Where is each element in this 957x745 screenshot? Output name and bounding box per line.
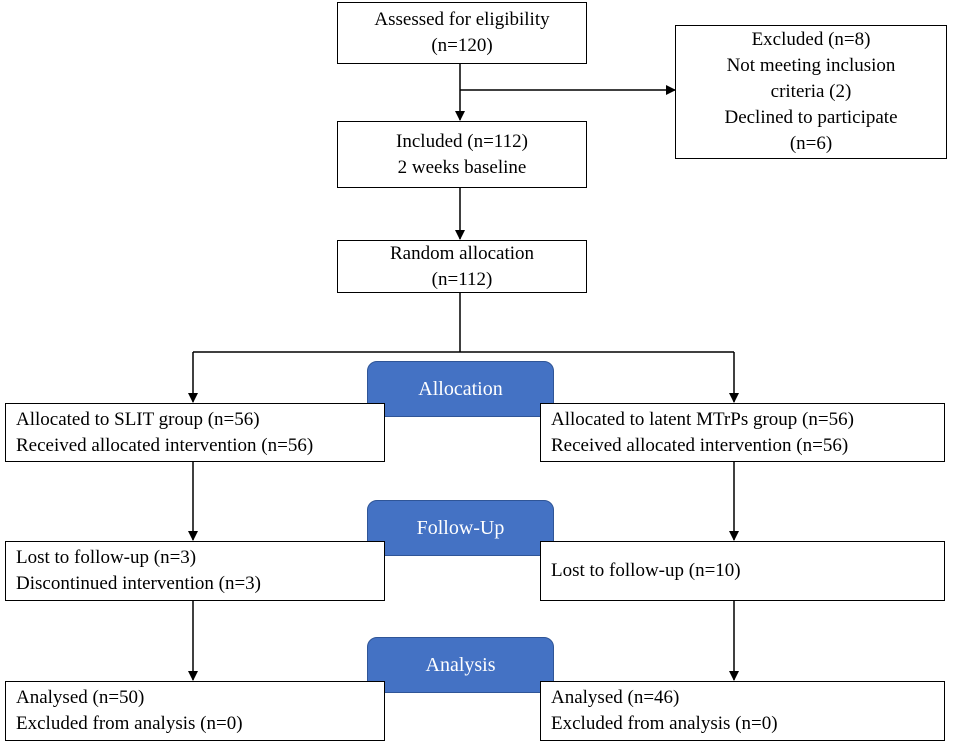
- left-analysis-line-1: Analysed (n=50): [16, 687, 145, 708]
- stage-followup: Follow-Up: [367, 500, 554, 556]
- right-analysis-box: Analysed (n=46) Excluded from analysis (…: [540, 681, 945, 741]
- included-line-1: Included (n=112): [396, 130, 528, 152]
- excluded-box: Excluded (n=8) Not meeting inclusion cri…: [675, 25, 947, 159]
- right-followup-box: Lost to follow-up (n=10): [540, 541, 945, 601]
- left-analysis-line-2: Excluded from analysis (n=0): [16, 713, 243, 734]
- right-analysis-line-1: Analysed (n=46): [551, 687, 680, 708]
- left-allocated-line-2: Received allocated intervention (n=56): [16, 434, 314, 456]
- right-analysis-line-2: Excluded from analysis (n=0): [551, 713, 778, 734]
- excluded-line-5: (n=6): [789, 133, 833, 154]
- excluded-line-4: Declined to participate: [724, 107, 898, 128]
- left-allocated-line-1: Allocated to SLIT group (n=56): [16, 408, 260, 430]
- left-followup-line-1: Lost to follow-up (n=3): [16, 547, 197, 568]
- assessed-line-1: Assessed for eligibility: [374, 9, 550, 30]
- excluded-line-1: Excluded (n=8): [751, 29, 871, 50]
- right-allocated-box: Allocated to latent MTrPs group (n=56) R…: [540, 403, 945, 462]
- excluded-line-3: criteria (2): [770, 81, 852, 102]
- included-line-2: 2 weeks baseline: [397, 156, 527, 178]
- random-line-2: (n=112): [431, 268, 493, 290]
- right-allocated-line-2: Received allocated intervention (n=56): [551, 434, 849, 456]
- left-followup-line-2: Discontinued intervention (n=3): [16, 573, 261, 594]
- left-analysis-box: Analysed (n=50) Excluded from analysis (…: [5, 681, 385, 741]
- random-allocation-box: Random allocation (n=112): [337, 240, 587, 293]
- assessed-line-2: (n=120): [431, 35, 493, 56]
- included-box: Included (n=112) 2 weeks baseline: [337, 121, 587, 188]
- left-allocated-box: Allocated to SLIT group (n=56) Received …: [5, 403, 385, 462]
- random-line-1: Random allocation: [389, 242, 535, 264]
- stage-allocation: Allocation: [367, 361, 554, 417]
- left-followup-box: Lost to follow-up (n=3) Discontinued int…: [5, 541, 385, 601]
- assessed-box: Assessed for eligibility (n=120): [337, 2, 587, 64]
- right-allocated-line-1: Allocated to latent MTrPs group (n=56): [551, 408, 854, 430]
- excluded-line-2: Not meeting inclusion: [726, 55, 896, 76]
- stage-analysis: Analysis: [367, 637, 554, 693]
- right-followup-line-1: Lost to follow-up (n=10): [551, 560, 741, 581]
